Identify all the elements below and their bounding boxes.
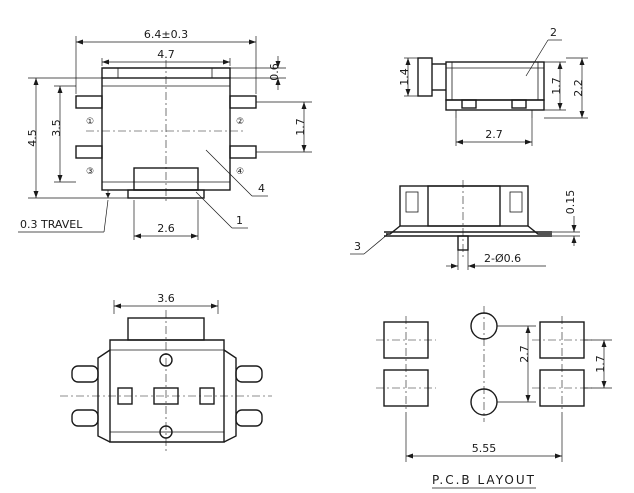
dim-front-thickness: 0.15 bbox=[564, 190, 577, 215]
pcb-layout: 2.7 1.7 5.55 P.C.B LAYOUT bbox=[376, 306, 612, 489]
top-view: ① ② ③ ④ 6.4±0.3 4.7 0.6 1.7 bbox=[18, 28, 312, 240]
front-leg-left bbox=[386, 225, 401, 235]
front-window-left bbox=[405, 191, 419, 213]
terminal-2 bbox=[229, 95, 257, 109]
front-view: 0.15 2-Ø0.6 3 bbox=[350, 180, 580, 270]
callout-3: 3 bbox=[354, 240, 361, 253]
dim-side-left-height: 1.4 bbox=[398, 68, 411, 86]
bottom-shell-left bbox=[97, 349, 111, 443]
side-base bbox=[445, 99, 545, 111]
dim-overall-height: 4.5 bbox=[26, 129, 39, 147]
pin-label-1: ① bbox=[86, 117, 94, 127]
terminal-1 bbox=[75, 95, 103, 109]
dim-plunger-width: 2.6 bbox=[157, 222, 175, 235]
front-body bbox=[399, 185, 529, 227]
callout-4: 4 bbox=[258, 182, 265, 195]
side-view: 1.4 1.7 2.2 2.7 2 bbox=[398, 26, 588, 146]
terminal-3 bbox=[75, 145, 103, 159]
pin-label-4: ④ bbox=[236, 167, 244, 177]
side-tab-left bbox=[461, 99, 477, 109]
bottom-terminal-2 bbox=[235, 365, 263, 383]
front-leg-right bbox=[527, 225, 552, 235]
terminal-4 bbox=[229, 145, 257, 159]
dim-body-height: 3.5 bbox=[50, 119, 63, 137]
front-window-right bbox=[509, 191, 523, 213]
pin-label-3: ③ bbox=[86, 167, 94, 177]
pcb-layout-title: P.C.B LAYOUT bbox=[432, 473, 536, 487]
callout-2: 2 bbox=[550, 26, 557, 39]
dim-overall-width: 6.4±0.3 bbox=[144, 28, 188, 41]
callout-1: 1 bbox=[236, 214, 243, 227]
dim-body-width: 4.7 bbox=[157, 48, 175, 61]
pin-label-2: ② bbox=[236, 117, 244, 127]
bottom-terminal-4 bbox=[235, 409, 263, 427]
dim-cap-height: 0.6 bbox=[268, 63, 281, 81]
travel-label: 0.3 TRAVEL bbox=[20, 218, 83, 231]
bottom-view: 3.6 bbox=[60, 292, 272, 452]
bottom-terminal-1 bbox=[71, 365, 99, 383]
dim-pcb-overall: 5.55 bbox=[472, 442, 497, 455]
dim-side-body-height: 1.7 bbox=[550, 77, 563, 95]
dim-post-diameter: 2-Ø0.6 bbox=[484, 252, 521, 265]
dim-bottom-width: 3.6 bbox=[157, 292, 175, 305]
dim-pad-pitch: 1.7 bbox=[594, 355, 607, 373]
bottom-terminal-3 bbox=[71, 409, 99, 427]
side-tab-right bbox=[511, 99, 527, 109]
dim-hole-pitch: 2.7 bbox=[518, 345, 531, 363]
dim-pin-pitch: 1.7 bbox=[294, 118, 307, 136]
side-plunger bbox=[417, 57, 433, 97]
front-center bbox=[427, 185, 501, 227]
dim-side-post-pitch: 2.7 bbox=[485, 128, 503, 141]
dim-side-total-height: 2.2 bbox=[572, 79, 585, 97]
bottom-shell-right bbox=[223, 349, 237, 443]
